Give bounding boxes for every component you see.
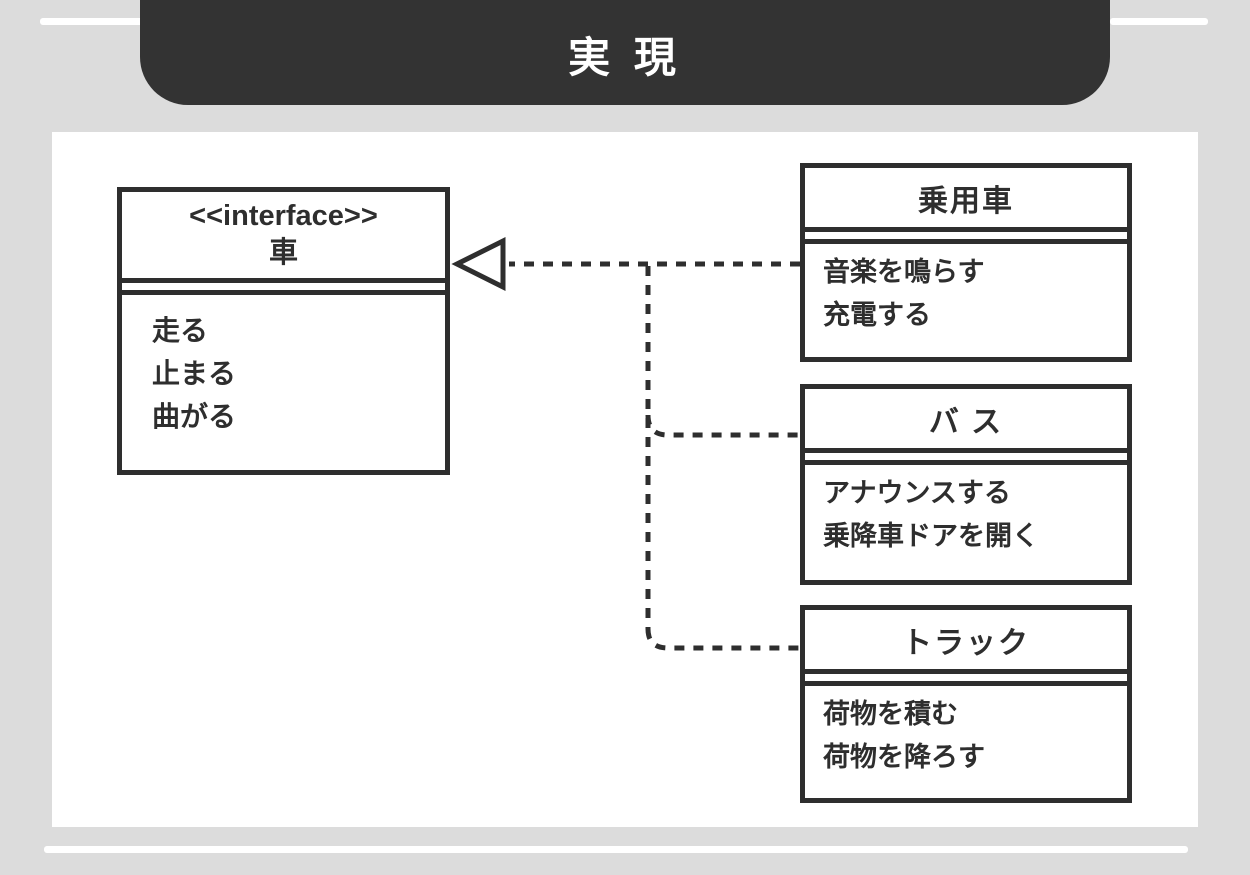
class-methods: 音楽を鳴らす 充電する: [805, 239, 1127, 357]
class-title: バ ス: [805, 389, 1127, 453]
accent-line-top-left: [40, 18, 144, 25]
class-box-truck: トラック 荷物を積む 荷物を降ろす: [800, 605, 1132, 803]
method-item: 荷物を積む: [823, 699, 958, 729]
class-title: 乗用車: [805, 168, 1127, 232]
section-divider-gap: [805, 232, 1127, 239]
section-divider-gap: [805, 674, 1127, 681]
method-item: 走る: [152, 315, 209, 346]
method-item: 止まる: [152, 358, 237, 389]
interface-stereotype: <<interface>>: [189, 200, 378, 232]
dashed-line-bus: [645, 414, 800, 438]
class-box-bus: バ ス アナウンスする 乗降車ドアを開く: [800, 384, 1132, 585]
method-item: 曲がる: [152, 401, 237, 432]
class-methods: 荷物を積む 荷物を降ろす: [805, 681, 1127, 798]
class-name: 乗用車: [918, 184, 1014, 218]
dashed-line-truck: [645, 628, 800, 651]
realization-connector-lines: [451, 236, 800, 651]
class-methods: アナウンスする 乗降車ドアを開く: [805, 460, 1127, 580]
interface-name: 車: [268, 237, 298, 269]
interface-methods: 走る 止まる 曲がる: [122, 290, 445, 470]
diagram-panel: <<interface>> 車 走る 止まる 曲がる 乗用車 音楽を鳴らす 充電…: [52, 132, 1198, 827]
class-name: バ ス: [928, 405, 1004, 439]
realization-arrowhead-icon: [451, 236, 506, 292]
method-item: 音楽を鳴らす: [823, 257, 985, 287]
page-title: 実 現: [568, 34, 682, 81]
method-item: アナウンスする: [823, 478, 1011, 508]
class-name: トラック: [902, 626, 1030, 660]
class-box-passenger-car: 乗用車 音楽を鳴らす 充電する: [800, 163, 1132, 362]
method-item: 充電する: [823, 300, 931, 330]
method-item: 荷物を降ろす: [823, 742, 985, 772]
interface-title: <<interface>> 車: [122, 192, 445, 283]
section-divider-gap: [805, 453, 1127, 460]
class-box-interface: <<interface>> 車 走る 止まる 曲がる: [117, 187, 450, 475]
class-title: トラック: [805, 610, 1127, 674]
header-bar: 実 現: [140, 0, 1110, 105]
section-divider-gap: [122, 283, 445, 290]
method-item: 乗降車ドアを開く: [823, 521, 1039, 551]
accent-line-bottom: [44, 846, 1188, 853]
accent-line-top-right: [1110, 18, 1208, 25]
